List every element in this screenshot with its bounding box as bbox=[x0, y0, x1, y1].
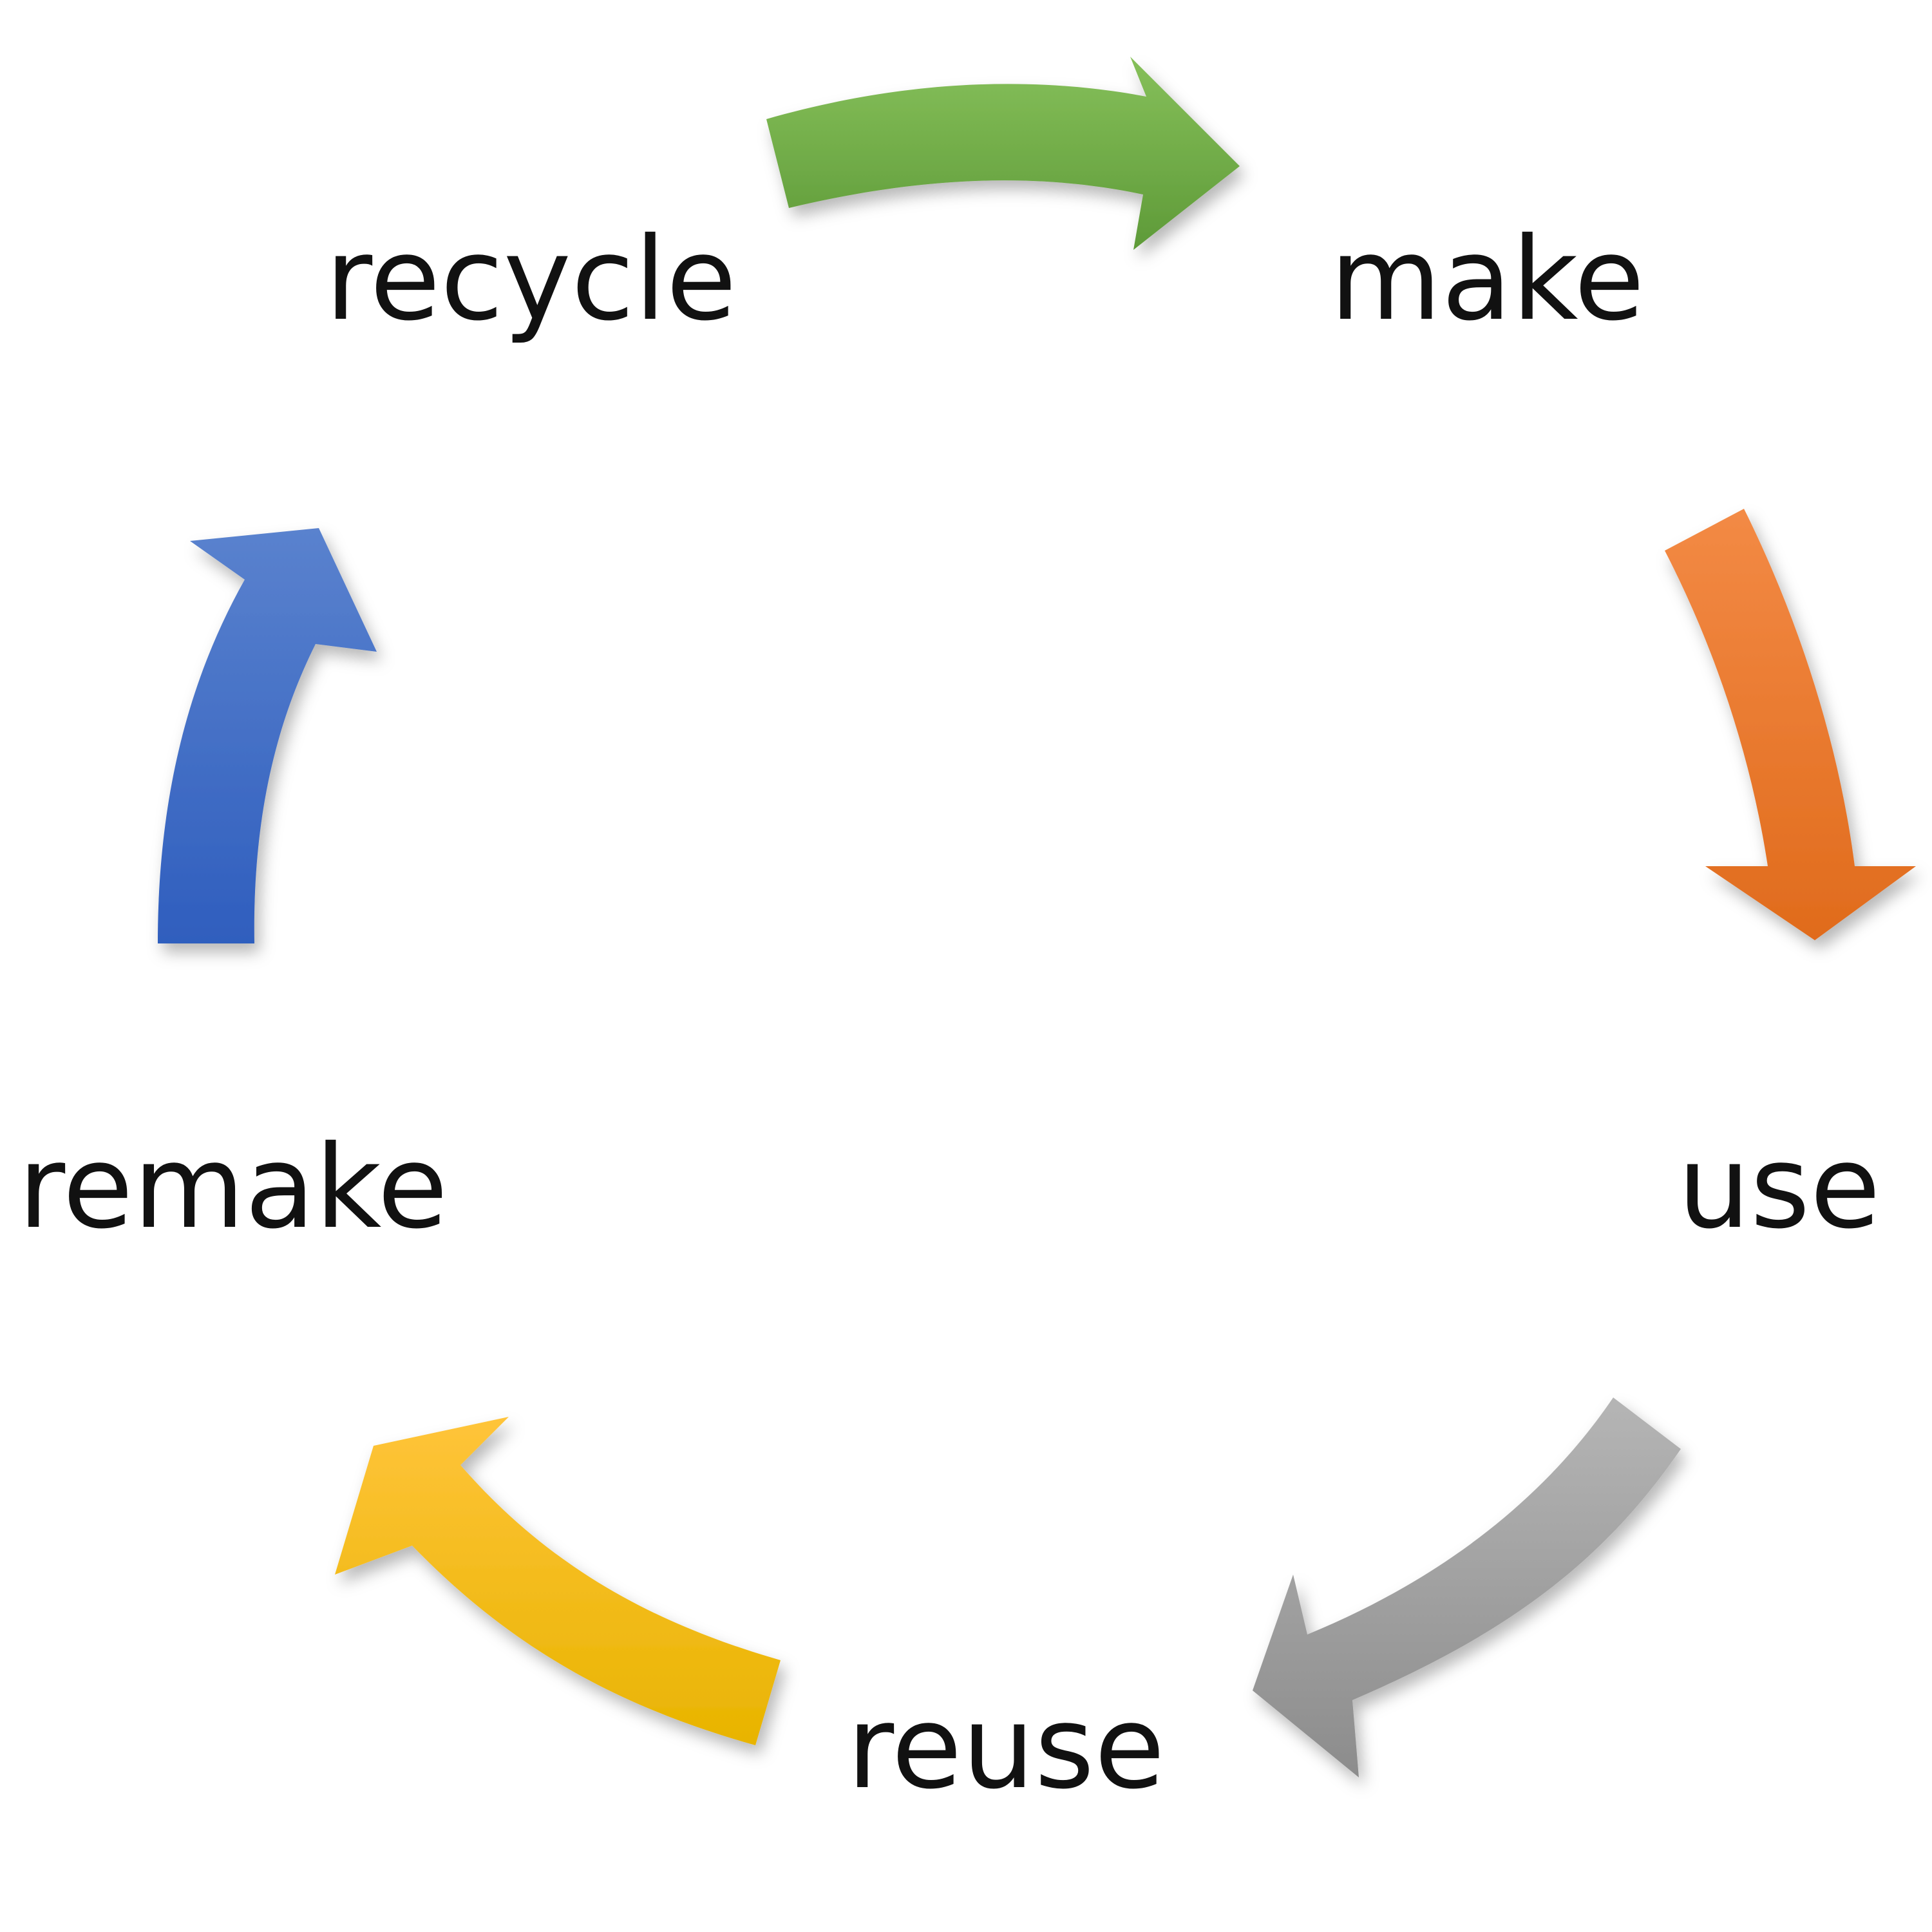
stage-label-use: use bbox=[1678, 1121, 1880, 1254]
stage-label-recycle: recycle bbox=[325, 213, 737, 346]
stage-labels: make use reuse remake recycle bbox=[18, 213, 1880, 1814]
arrow-remake-to-recycle bbox=[158, 528, 377, 943]
arrow-recycle-to-make bbox=[766, 57, 1240, 250]
stage-label-reuse: reuse bbox=[847, 1681, 1165, 1814]
stage-label-remake: remake bbox=[18, 1121, 448, 1254]
arrow-reuse-to-remake bbox=[335, 1417, 781, 1745]
arrow-use-to-reuse bbox=[1253, 1397, 1681, 1777]
arrow-make-to-use bbox=[1665, 509, 1916, 940]
stage-label-make: make bbox=[1330, 213, 1645, 346]
arrows-group bbox=[158, 57, 1916, 1777]
